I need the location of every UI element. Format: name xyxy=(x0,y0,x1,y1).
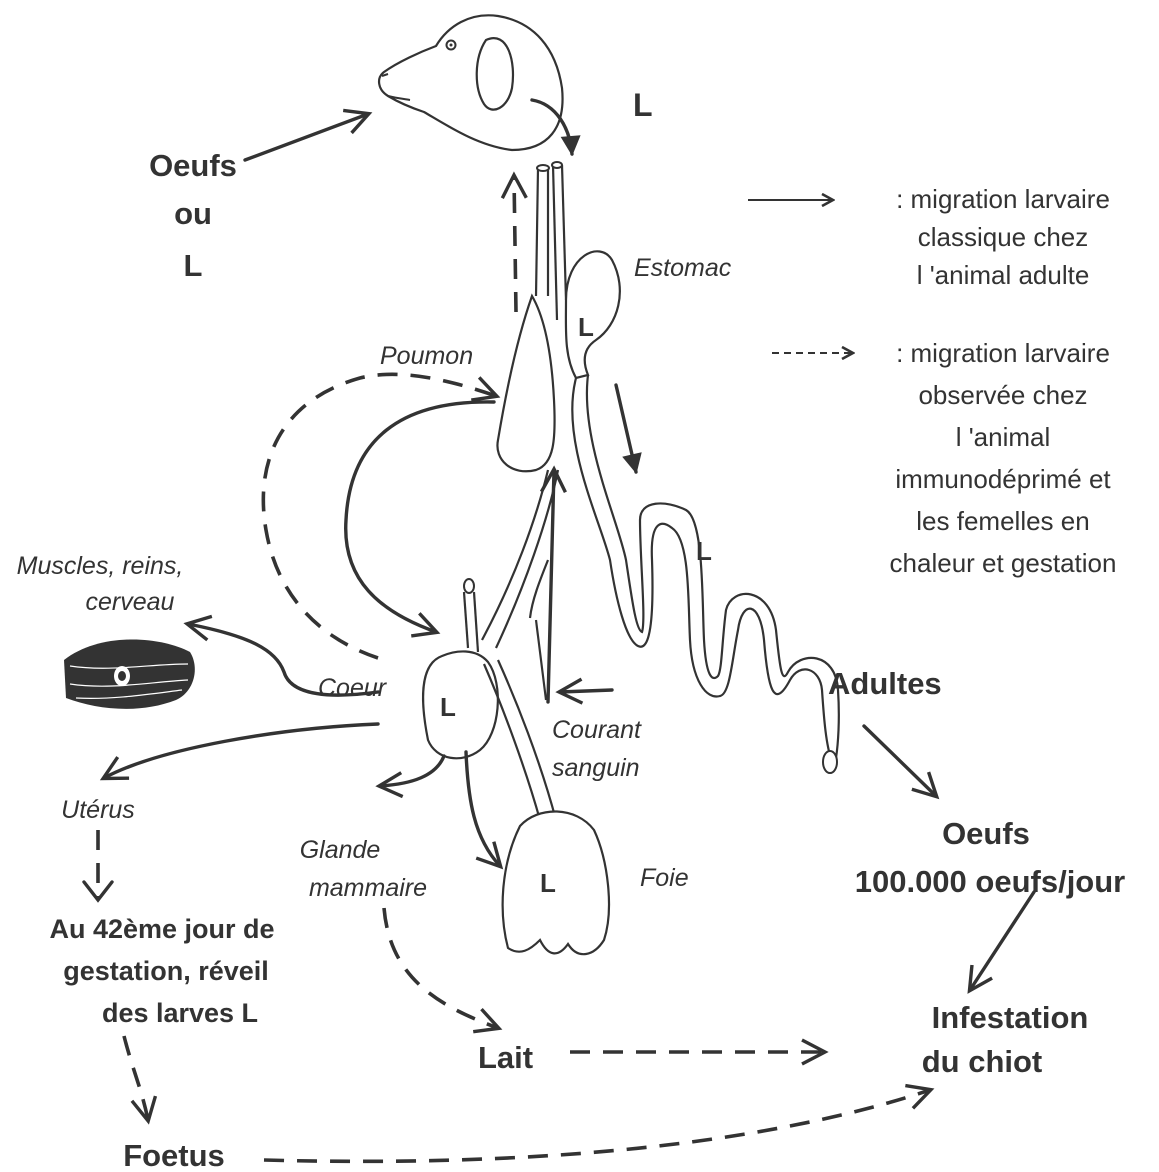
blood-current-label-2: sanguin xyxy=(552,754,640,782)
arrow-mammary-to-milk xyxy=(384,908,498,1028)
legend-solid-line3: l 'animal adulte xyxy=(917,260,1090,290)
legend: : migration larvaire classique chez l 'a… xyxy=(890,184,1117,578)
gestation-label-1: Au 42ème jour de xyxy=(49,914,274,944)
milk-label: Lait xyxy=(478,1040,533,1075)
or-label: ou xyxy=(174,196,212,231)
larva-label-heart: L xyxy=(440,692,456,722)
puppy-infestation-label-2: du chiot xyxy=(922,1044,1043,1079)
gestation-label-3: des larves L xyxy=(102,998,258,1028)
arrow-heart-to-mammary xyxy=(380,756,444,786)
eggs-label: Oeufs xyxy=(942,816,1030,851)
muscles-label: Muscles, reins, xyxy=(17,552,184,580)
stomach-label: Estomac xyxy=(634,254,732,282)
muscle-tissue-icon xyxy=(64,639,195,708)
arrow-courant xyxy=(560,690,612,692)
legend-dashed-line3: l 'animal xyxy=(956,422,1051,452)
puppy-infestation-label: Infestation xyxy=(932,1000,1089,1035)
lung-label: Poumon xyxy=(380,342,473,370)
legend-solid-line1: : migration larvaire xyxy=(896,184,1110,214)
gestation-label-2: gestation, réveil xyxy=(63,956,269,986)
arrow-eggs-to-infestation xyxy=(970,892,1034,990)
mammary-gland-label-2: mammaire xyxy=(309,874,427,902)
mammary-gland-label: Glande xyxy=(300,836,381,864)
larva-label-intestine: L xyxy=(696,536,712,566)
heart-label: Coeur xyxy=(318,674,388,702)
arrow-larvae-to-foetus xyxy=(124,1036,148,1120)
uterus-label: Utérus xyxy=(61,796,135,824)
larva-label-stomach: L xyxy=(578,312,594,342)
adults-label: Adultes xyxy=(828,666,942,701)
larva-label-liver: L xyxy=(540,868,556,898)
legend-dashed-line2: observée chez xyxy=(918,380,1087,410)
legend-solid-line2: classique chez xyxy=(918,222,1089,252)
larva-label-head: L xyxy=(633,87,653,123)
eggs-or-label: Oeufs xyxy=(149,148,237,183)
arrow-lung-to-heart xyxy=(346,402,494,632)
arrow-heart-to-uterus xyxy=(104,724,378,778)
organ-outlines xyxy=(423,162,839,954)
blood-current-label: Courant xyxy=(552,716,642,744)
eggs-per-day-label: 100.000 oeufs/jour xyxy=(855,864,1126,899)
larva-label-entry: L xyxy=(184,248,203,283)
muscles-label-2: cerveau xyxy=(86,588,175,616)
arrow-stomach-to-intestine xyxy=(616,385,636,472)
legend-dashed-line1: : migration larvaire xyxy=(896,338,1110,368)
arrow-foetus-to-infestation xyxy=(264,1090,930,1161)
arrow-lung-to-trachea xyxy=(514,176,516,312)
legend-dashed-line4: immunodéprimé et xyxy=(895,464,1111,494)
liver-label: Foie xyxy=(640,864,689,892)
arrow-heart-to-liver xyxy=(466,752,500,866)
arrow-eggs-to-head xyxy=(245,114,368,160)
legend-dashed-line5: les femelles en xyxy=(916,506,1089,536)
arrow-adults-to-eggs xyxy=(864,726,936,796)
arrow-heart-to-lung xyxy=(263,374,496,658)
foetus-label: Foetus xyxy=(123,1138,225,1172)
legend-dashed-line6: chaleur et gestation xyxy=(890,548,1117,578)
arrow-uterus-head xyxy=(84,882,112,900)
dog-head-icon xyxy=(379,15,562,150)
